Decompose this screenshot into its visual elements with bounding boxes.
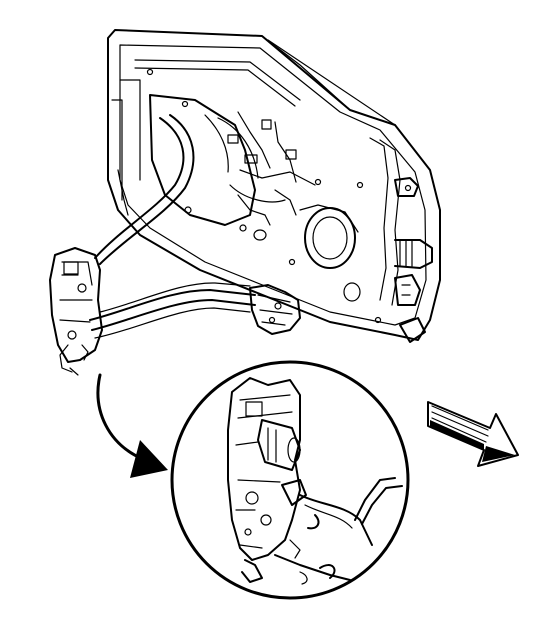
curved-arrow-icon — [96, 373, 168, 478]
inside-handle-bracket — [249, 284, 301, 335]
lock-rods — [89, 282, 256, 339]
latch-detail-magnified — [170, 360, 410, 600]
direction-arrow-icon — [427, 401, 519, 467]
door-latch-assembly — [49, 247, 103, 376]
lock-cable — [94, 114, 195, 265]
door-inner-panel — [107, 29, 441, 343]
